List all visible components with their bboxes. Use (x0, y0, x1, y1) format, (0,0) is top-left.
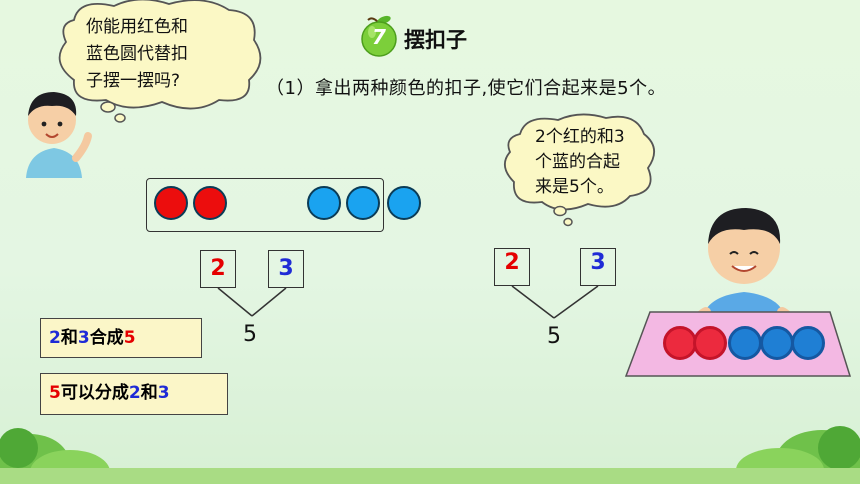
lesson-title: 摆扣子 (404, 28, 467, 52)
blue-button (760, 326, 794, 360)
blue-button (791, 326, 825, 360)
bubble-left-line3: 子摆一摆吗? (86, 71, 181, 91)
label-split-c: 3 (157, 383, 170, 403)
grass-strip (0, 468, 860, 484)
tree-right-part1: 2 (504, 250, 520, 275)
tree-left-box1 (200, 250, 236, 288)
blue-button (728, 326, 762, 360)
label-split-a: 5 (49, 383, 61, 403)
label-split-conj: 和 (140, 383, 158, 403)
tree-right-lines (511, 285, 599, 319)
tree-right-box1 (494, 248, 530, 286)
bubble-right-line3: 来是5个。 (535, 177, 614, 197)
blue-circle (346, 186, 380, 220)
label-combine-c: 5 (123, 328, 136, 348)
red-button (663, 326, 697, 360)
tree-left-part1: 2 (210, 256, 226, 281)
bubble-right-line1: 2个红的和3 (535, 127, 625, 147)
label-split-b: 2 (128, 383, 141, 403)
label-combine-conj: 和 (60, 328, 78, 348)
tree-left-box2 (268, 250, 304, 288)
label-combine: 2和3合成5 (40, 318, 202, 358)
label-split: 5可以分成2和3 (40, 373, 228, 415)
tree-left-total: 5 (243, 322, 257, 347)
circle-group-frame (146, 178, 384, 232)
red-circle (193, 186, 227, 220)
blue-circle (307, 186, 341, 220)
label-combine-b: 3 (77, 328, 90, 348)
red-button (693, 326, 727, 360)
thought-bubble-left (44, 0, 272, 125)
thought-bubble-right (498, 112, 660, 230)
bubble-left-line2: 蓝色圆代替扣 (86, 44, 188, 64)
red-circle (154, 186, 188, 220)
bubble-left-line1: 你能用红色和 (86, 17, 188, 37)
apple-icon (358, 14, 400, 58)
blue-circle (387, 186, 421, 220)
tree-right-total: 5 (547, 324, 561, 349)
lesson-number: 7 (372, 25, 386, 49)
subtitle: （1）拿出两种颜色的扣子,使它们合起来是5个。 (266, 78, 667, 99)
boy-icon (16, 86, 94, 178)
bubble-right-line2: 个蓝的合起 (535, 152, 620, 172)
tree-left-lines (217, 287, 287, 317)
label-combine-a: 2 (49, 328, 61, 348)
tree-right-box2 (580, 248, 616, 286)
label-split-verb: 可以分成 (60, 383, 129, 403)
tree-right-part2: 3 (590, 250, 606, 275)
label-combine-verb: 合成 (89, 328, 124, 348)
tree-left-part2: 3 (278, 256, 294, 281)
